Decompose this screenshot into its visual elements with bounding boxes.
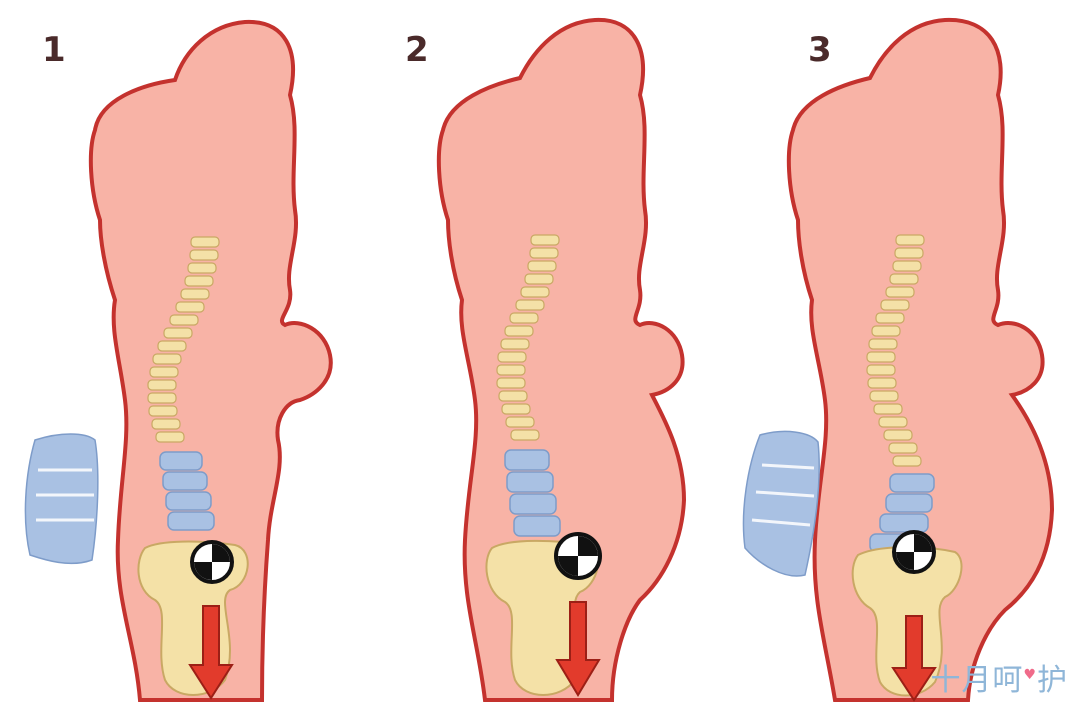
panel-1 xyxy=(24,19,333,702)
down-arrow-icon xyxy=(891,615,937,702)
down-arrow-icon xyxy=(188,605,234,700)
center-of-gravity-icon xyxy=(190,540,234,584)
down-arrow-icon xyxy=(555,601,601,697)
body-silhouette xyxy=(786,17,1055,702)
panel-2 xyxy=(436,17,687,702)
body-silhouette xyxy=(436,17,687,702)
panel-number: 1 xyxy=(42,30,66,70)
lumbar-detail xyxy=(24,433,99,565)
panel-number: 3 xyxy=(808,30,832,70)
watermark-logo: 十月呵♥护 xyxy=(930,655,1068,699)
panel-3 xyxy=(742,17,1055,702)
body-silhouette xyxy=(88,19,333,702)
spine-lumbar xyxy=(504,449,561,537)
watermark-text: 十月呵 xyxy=(930,663,1024,698)
center-of-gravity-icon xyxy=(554,532,602,580)
panel-number: 2 xyxy=(405,30,429,70)
spine-lumbar xyxy=(159,451,215,531)
center-of-gravity-icon xyxy=(892,530,936,574)
watermark-text: 护 xyxy=(1037,663,1068,698)
lumbar-detail xyxy=(742,430,820,577)
heart-icon: ♥ xyxy=(1023,667,1037,683)
